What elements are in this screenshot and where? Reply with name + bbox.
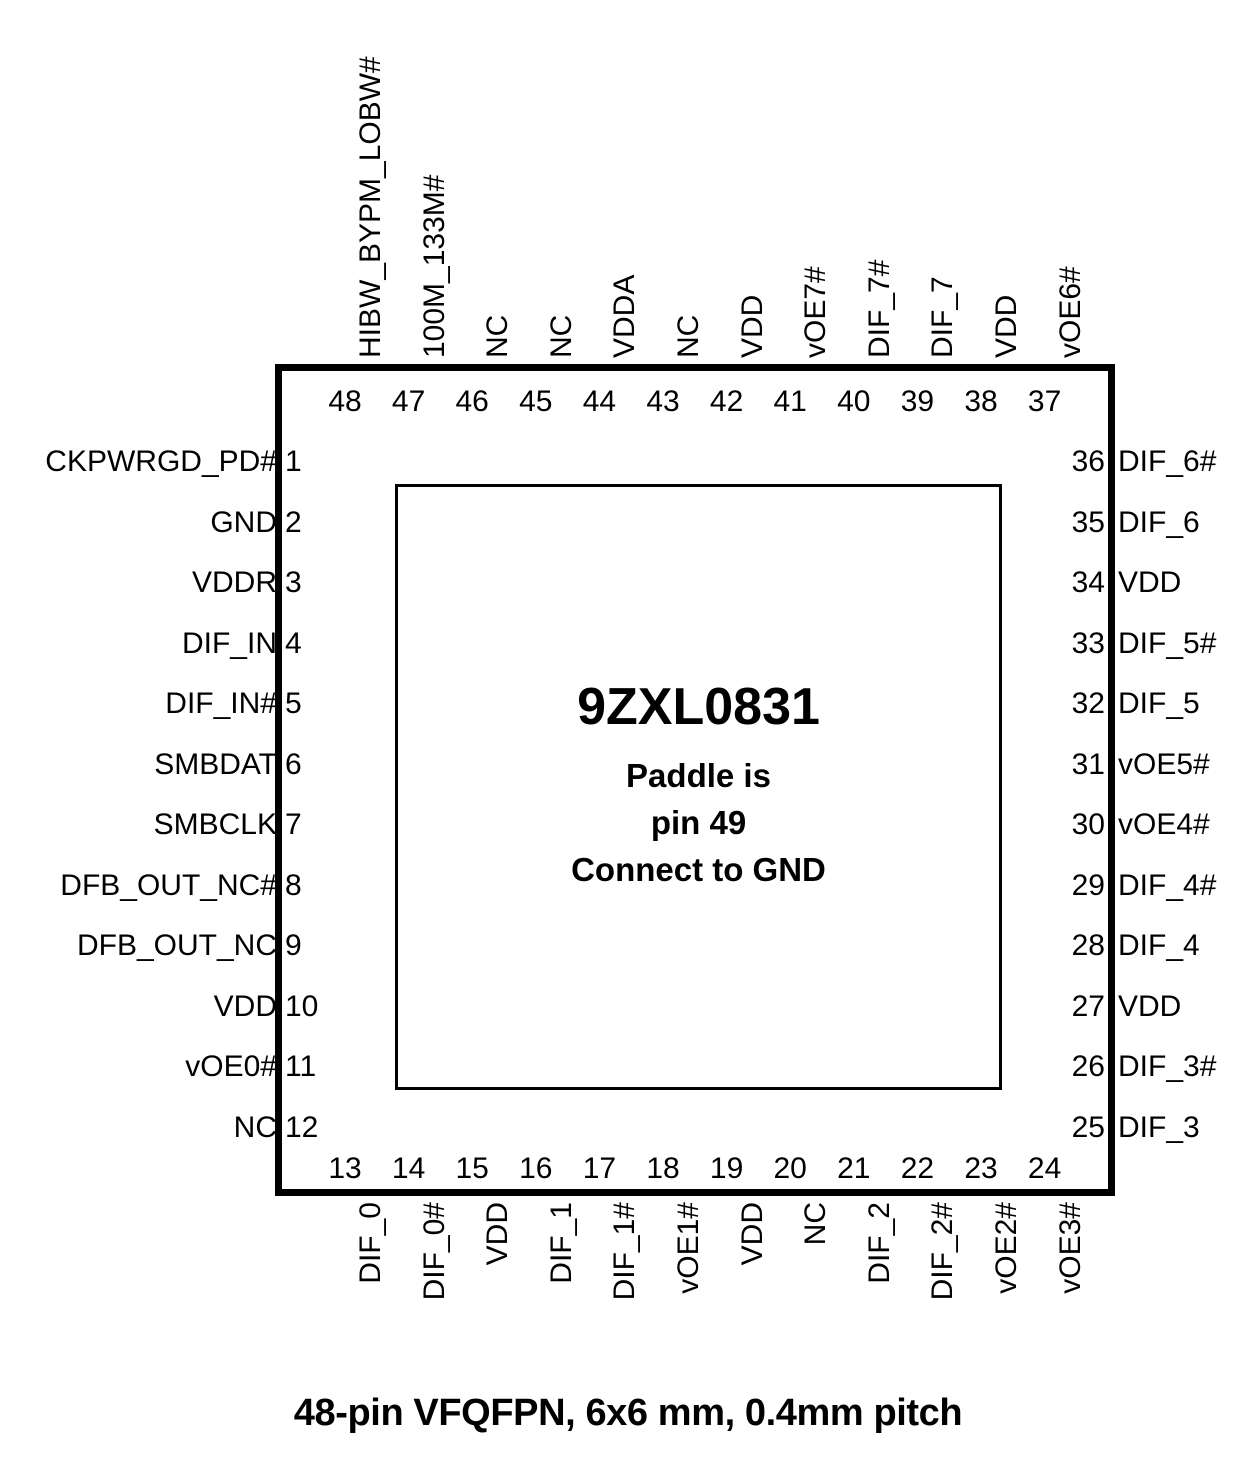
pin-label-16: DIF_1 bbox=[544, 1202, 578, 1284]
pin-number-40: 40 bbox=[837, 385, 871, 418]
pin-number-25: 25 bbox=[1071, 1110, 1105, 1144]
pin-label-17: DIF_1# bbox=[608, 1202, 642, 1301]
exposed-paddle-outline bbox=[395, 484, 1002, 1090]
pin-label-1: CKPWRGD_PD# bbox=[45, 445, 277, 478]
pin-label-37: vOE6# bbox=[1053, 266, 1087, 358]
pin-number-1: 1 bbox=[285, 445, 302, 478]
pin-label-36: DIF_6# bbox=[1118, 445, 1217, 478]
pin-number-42: 42 bbox=[709, 385, 744, 418]
pin-label-47: 100M_133M# bbox=[417, 174, 451, 358]
pin-number-15: 15 bbox=[455, 1152, 489, 1185]
pin-label-11: vOE0# bbox=[185, 1050, 277, 1083]
pin-label-40: DIF_7# bbox=[862, 259, 896, 358]
pin-number-46: 46 bbox=[455, 385, 489, 418]
pin-label-3: VDDR bbox=[191, 566, 277, 599]
pin-number-33: 33 bbox=[1071, 626, 1105, 660]
pin-number-10: 10 bbox=[285, 989, 319, 1023]
package-caption: 48-pin VFQFPN, 6x6 mm, 0.4mm pitch bbox=[293, 1392, 963, 1434]
pin-number-29: 29 bbox=[1071, 868, 1105, 902]
pin-label-20: NC bbox=[799, 1202, 833, 1246]
pin-number-8: 8 bbox=[285, 868, 302, 902]
pin-number-32: 32 bbox=[1071, 687, 1105, 720]
pin-number-24: 24 bbox=[1027, 1152, 1062, 1185]
pin-number-28: 28 bbox=[1071, 929, 1105, 962]
pin-number-30: 30 bbox=[1071, 808, 1105, 841]
pin-label-30: vOE4# bbox=[1118, 808, 1210, 841]
pin-label-12: NC bbox=[233, 1110, 277, 1144]
pin-number-43: 43 bbox=[646, 385, 680, 418]
pin-number-44: 44 bbox=[582, 385, 617, 418]
pin-label-46: NC bbox=[481, 314, 515, 358]
pin-number-5: 5 bbox=[285, 687, 302, 720]
pin-label-31: vOE5# bbox=[1118, 747, 1210, 781]
pin-label-14: DIF_0# bbox=[417, 1202, 451, 1301]
pin-number-19: 19 bbox=[709, 1152, 744, 1185]
pin-number-38: 38 bbox=[964, 385, 998, 418]
pin-number-39: 39 bbox=[900, 385, 935, 418]
pin-number-3: 3 bbox=[285, 566, 302, 599]
pin-label-8: DFB_OUT_NC# bbox=[60, 868, 277, 902]
pin-label-33: DIF_5# bbox=[1118, 626, 1217, 660]
pin-number-47: 47 bbox=[391, 385, 426, 418]
pin-label-23: vOE2# bbox=[990, 1202, 1023, 1294]
pin-number-18: 18 bbox=[646, 1152, 680, 1185]
pin-label-38: VDD bbox=[990, 294, 1023, 358]
pin-label-6: SMBDAT bbox=[154, 747, 277, 781]
pin-label-44: VDDA bbox=[608, 274, 642, 358]
pin-number-41: 41 bbox=[773, 385, 807, 418]
pin-label-24: vOE3# bbox=[1053, 1202, 1087, 1294]
pin-label-2: GND bbox=[210, 505, 277, 539]
pin-number-21: 21 bbox=[837, 1152, 871, 1185]
pin-label-9: DFB_OUT_NC bbox=[76, 929, 277, 962]
pin-label-41: vOE7# bbox=[799, 266, 833, 358]
pin-number-12: 12 bbox=[285, 1110, 319, 1144]
pin-number-16: 16 bbox=[519, 1152, 553, 1185]
pin-number-35: 35 bbox=[1071, 505, 1105, 539]
pin-number-20: 20 bbox=[773, 1152, 807, 1185]
pin-label-10: VDD bbox=[213, 989, 277, 1023]
pin-label-32: DIF_5 bbox=[1118, 687, 1200, 720]
pin-label-15: VDD bbox=[481, 1202, 515, 1266]
pin-number-45: 45 bbox=[519, 385, 553, 418]
pin-label-5: DIF_IN# bbox=[165, 687, 277, 720]
pin-number-17: 17 bbox=[582, 1152, 617, 1185]
pin-label-21: DIF_2 bbox=[862, 1202, 896, 1284]
pin-label-34: VDD bbox=[1118, 566, 1182, 599]
pin-number-6: 6 bbox=[285, 747, 302, 781]
pin-number-34: 34 bbox=[1071, 566, 1105, 599]
pin-label-19: VDD bbox=[735, 1202, 769, 1266]
pin-label-4: DIF_IN bbox=[181, 626, 277, 660]
pin-label-48: HIBW_BYPM_LOBW# bbox=[354, 56, 387, 358]
pin-number-23: 23 bbox=[964, 1152, 998, 1185]
pin-number-48: 48 bbox=[328, 385, 362, 418]
pin-label-13: DIF_0 bbox=[354, 1202, 387, 1284]
pin-label-25: DIF_3 bbox=[1118, 1110, 1200, 1144]
pin-label-22: DIF_2# bbox=[926, 1202, 960, 1301]
pin-number-37: 37 bbox=[1027, 385, 1062, 418]
pin-number-11: 11 bbox=[285, 1050, 317, 1083]
pin-label-43: NC bbox=[672, 314, 705, 358]
pin-number-2: 2 bbox=[285, 505, 302, 539]
pin-number-36: 36 bbox=[1071, 445, 1105, 478]
pin-label-35: DIF_6 bbox=[1118, 505, 1200, 539]
pin-label-42: VDD bbox=[735, 294, 769, 358]
pin-label-39: DIF_7 bbox=[926, 276, 960, 358]
pin-number-13: 13 bbox=[328, 1152, 362, 1185]
pin-label-45: NC bbox=[544, 314, 578, 358]
pin-number-4: 4 bbox=[285, 626, 302, 660]
pin-number-9: 9 bbox=[285, 929, 302, 962]
pin-number-14: 14 bbox=[391, 1152, 426, 1185]
pin-label-18: vOE1# bbox=[672, 1202, 705, 1294]
pin-label-29: DIF_4# bbox=[1118, 868, 1217, 902]
pin-number-22: 22 bbox=[900, 1152, 935, 1185]
pin-label-26: DIF_3# bbox=[1118, 1050, 1217, 1083]
pin-number-7: 7 bbox=[285, 808, 302, 841]
pin-number-27: 27 bbox=[1071, 989, 1105, 1023]
pin-label-7: SMBCLK bbox=[153, 808, 277, 841]
pin-number-26: 26 bbox=[1071, 1050, 1105, 1083]
pin-label-28: DIF_4 bbox=[1118, 929, 1200, 962]
pin-number-31: 31 bbox=[1071, 747, 1105, 781]
pin-label-27: VDD bbox=[1118, 989, 1182, 1023]
